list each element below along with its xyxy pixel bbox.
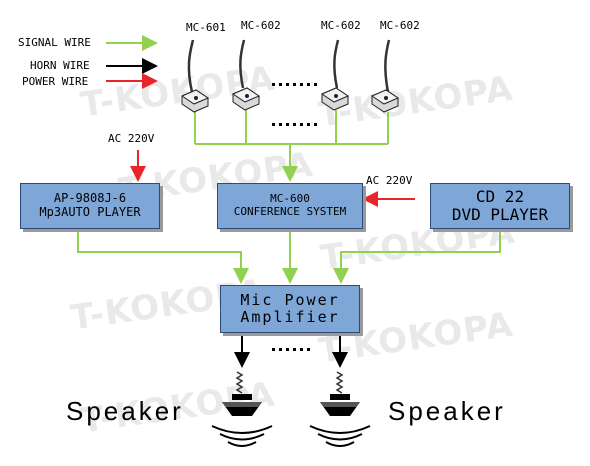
microphone-icon — [320, 39, 350, 111]
speaker-label-right: Speaker — [388, 396, 506, 426]
mic-label: MC-602 — [321, 19, 361, 32]
speaker-icon — [309, 371, 371, 447]
ac-220v-label: AC 220V — [366, 174, 413, 187]
ac-220v-label: AC 220V — [108, 132, 155, 145]
mic-power-amplifier-box: Mic Power Amplifier — [220, 285, 360, 333]
power-wire-label: POWER WIRE — [22, 75, 89, 88]
mic-label: MC-602 — [380, 19, 420, 32]
speaker-icon — [211, 371, 273, 447]
ellipsis-dots — [272, 83, 317, 351]
box-line: AP-9808J-6 — [53, 191, 127, 206]
mic-label: MC-601 — [186, 21, 226, 34]
mic-label: MC-602 — [241, 19, 281, 32]
microphone-icon — [370, 39, 400, 113]
box-line: DVD PLAYER — [451, 205, 549, 224]
mc-600-conference-system-box: MC-600 CONFERENCE SYSTEM — [217, 183, 363, 229]
ap-9808j-6-player-box: AP-9808J-6 Mp3AUTO PLAYER — [20, 183, 160, 229]
microphone-icon — [231, 39, 261, 111]
microphone-icon — [180, 39, 210, 113]
speaker-label-left: Speaker — [66, 396, 184, 426]
cd-dvd-player-box: CD 22 DVD PLAYER — [430, 183, 570, 229]
box-line: Amplifier — [240, 308, 340, 326]
box-line: Mic Power — [240, 290, 340, 309]
horn-wire-label: HORN WIRE — [30, 59, 90, 72]
box-line: CONFERENCE SYSTEM — [233, 205, 347, 218]
box-line: MC-600 — [270, 192, 310, 206]
box-line: Mp3AUTO PLAYER — [39, 205, 141, 219]
signal-wire-label: SIGNAL WIRE — [18, 36, 91, 49]
box-line: CD 22 — [475, 186, 525, 206]
